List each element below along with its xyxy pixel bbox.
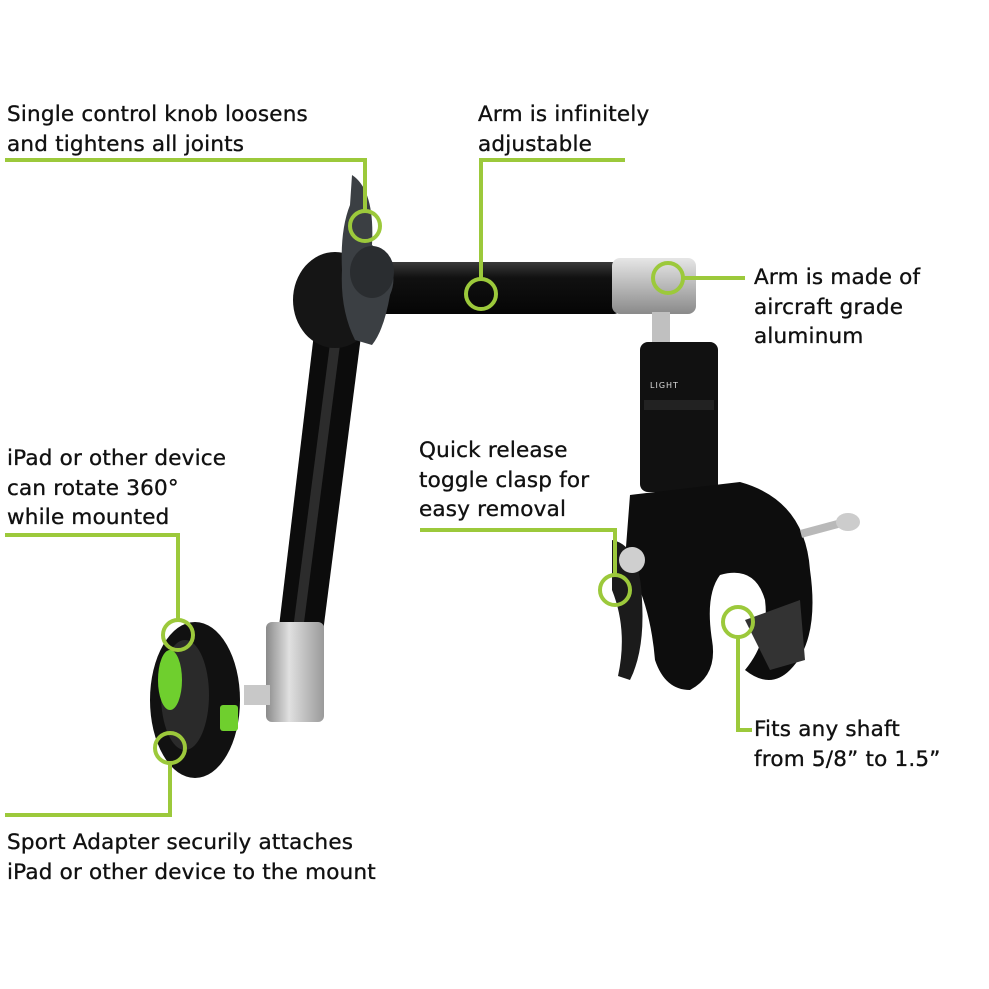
callout-quick-release: Quick release toggle clasp for easy remo… [419, 436, 589, 525]
callout-adjustable-line1: Arm is infinitely [478, 102, 650, 127]
callout-aluminum-line2: aircraft grade [754, 294, 904, 320]
callout-rotate-line1: iPad or other device [7, 446, 227, 471]
lower-aluminum-cap [266, 622, 324, 722]
shaft-leader [736, 637, 752, 732]
callout-quick-release-line3: easy removal [419, 497, 567, 522]
control-knob [293, 175, 394, 348]
callout-quick-release-line2: toggle clasp for [419, 467, 590, 493]
lower-arm [278, 300, 365, 640]
callout-knob-line1: Single control knob loosens [7, 102, 308, 127]
callout-aluminum: Arm is made of aircraft grade aluminum [754, 263, 920, 352]
knob-marker [348, 209, 382, 243]
clamp [612, 482, 860, 690]
product-logo: LIGHT [650, 381, 679, 390]
knob-leader [5, 158, 367, 210]
quick-release-cylinder: LIGHT [640, 342, 718, 492]
sport-adapter [150, 622, 240, 778]
callout-rotate: iPad or other device can rotate 360° whi… [7, 444, 226, 533]
callout-shaft-line2: from 5/8” to 1.5” [754, 746, 941, 772]
callout-adapter-line2: iPad or other device to the mount [7, 859, 376, 885]
quick-release-leader [420, 528, 617, 574]
callout-adapter: Sport Adapter securily attaches iPad or … [7, 828, 376, 887]
callout-quick-release-line1: Quick release [419, 438, 568, 463]
callout-lines [5, 158, 755, 817]
callout-shaft: Fits any shaft from 5/8” to 1.5” [754, 715, 941, 774]
upper-arm [330, 262, 620, 314]
shaft-marker [721, 605, 755, 639]
callout-knob: Single control knob loosens and tightens… [7, 100, 308, 159]
rotate-marker [161, 618, 195, 652]
adjustable-leader [479, 158, 625, 279]
callout-rotate-line2: can rotate 360° [7, 475, 179, 501]
quick-release-marker [598, 573, 632, 607]
callout-aluminum-line1: Arm is made of [754, 265, 921, 290]
callout-aluminum-line3: aluminum [754, 324, 864, 349]
callout-adapter-line1: Sport Adapter securily attaches [7, 830, 354, 855]
rotate-leader [5, 533, 180, 620]
callout-knob-line2: and tightens all joints [7, 131, 245, 157]
callout-shaft-line1: Fits any shaft [754, 717, 901, 742]
adapter-leader [5, 763, 172, 817]
ball-stud [652, 312, 670, 344]
adapter-marker [153, 731, 187, 765]
callout-adjustable: Arm is infinitely adjustable [478, 100, 650, 159]
aluminum-marker [651, 261, 685, 295]
callout-rotate-line3: while mounted [7, 505, 170, 530]
adapter-bolt [244, 685, 270, 705]
adjustable-marker [464, 277, 498, 311]
callout-adjustable-line2: adjustable [478, 131, 593, 157]
